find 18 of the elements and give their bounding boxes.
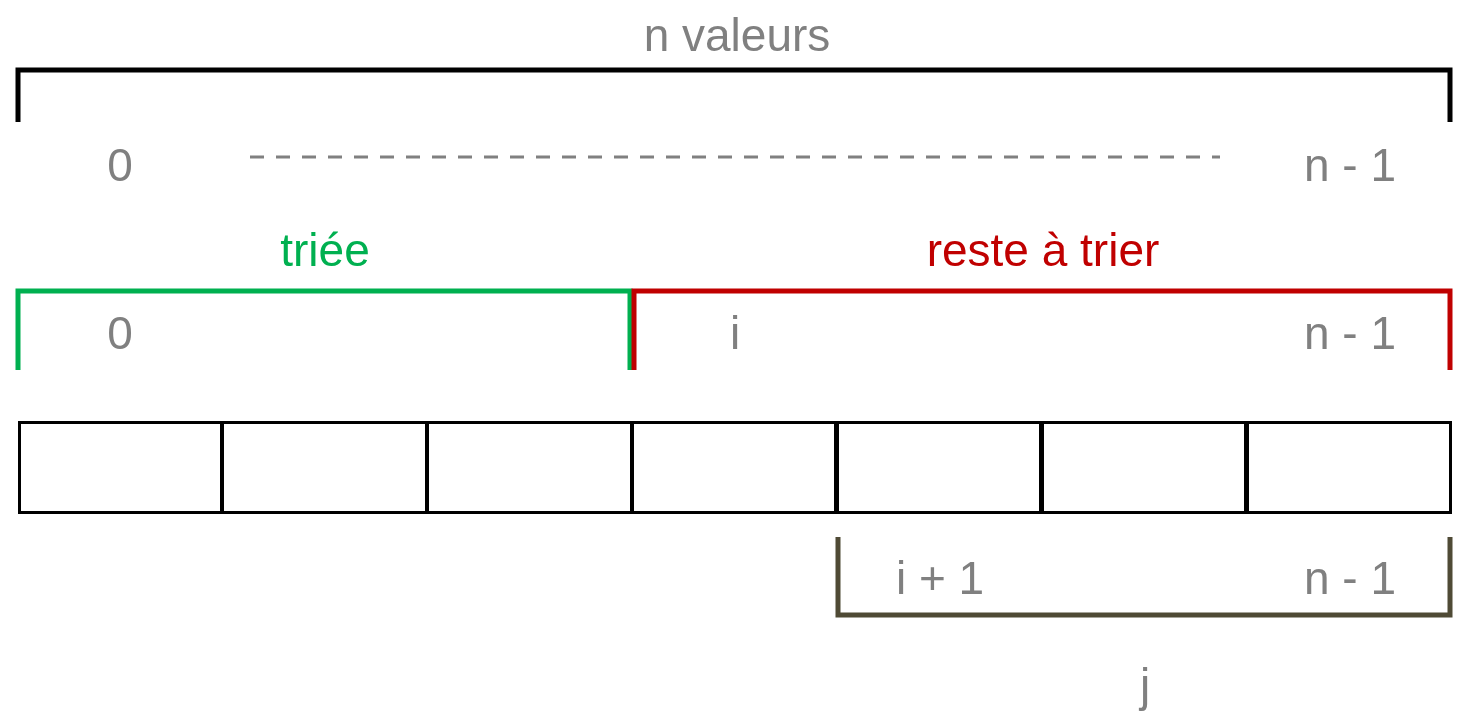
array-cell [631, 421, 838, 514]
array-cell [1040, 421, 1248, 514]
array-cell [221, 421, 428, 514]
index-label: n - 1 [1304, 139, 1396, 191]
bracket-label: j [1139, 659, 1151, 711]
bracket-label: triée [280, 224, 370, 276]
index-label: i [729, 307, 741, 359]
bracket-label: reste à trier [926, 224, 1160, 276]
array-cell [835, 421, 1043, 514]
index-label: 0 [107, 307, 133, 359]
array-cell [1245, 421, 1452, 514]
index-label: i + 1 [895, 552, 985, 604]
array-cell [18, 421, 223, 514]
index-label: 0 [107, 139, 133, 191]
array-cell [426, 421, 633, 514]
index-label: n - 1 [1304, 307, 1396, 359]
bracket-label: n valeurs [643, 9, 831, 61]
index-label: n - 1 [1304, 552, 1396, 604]
